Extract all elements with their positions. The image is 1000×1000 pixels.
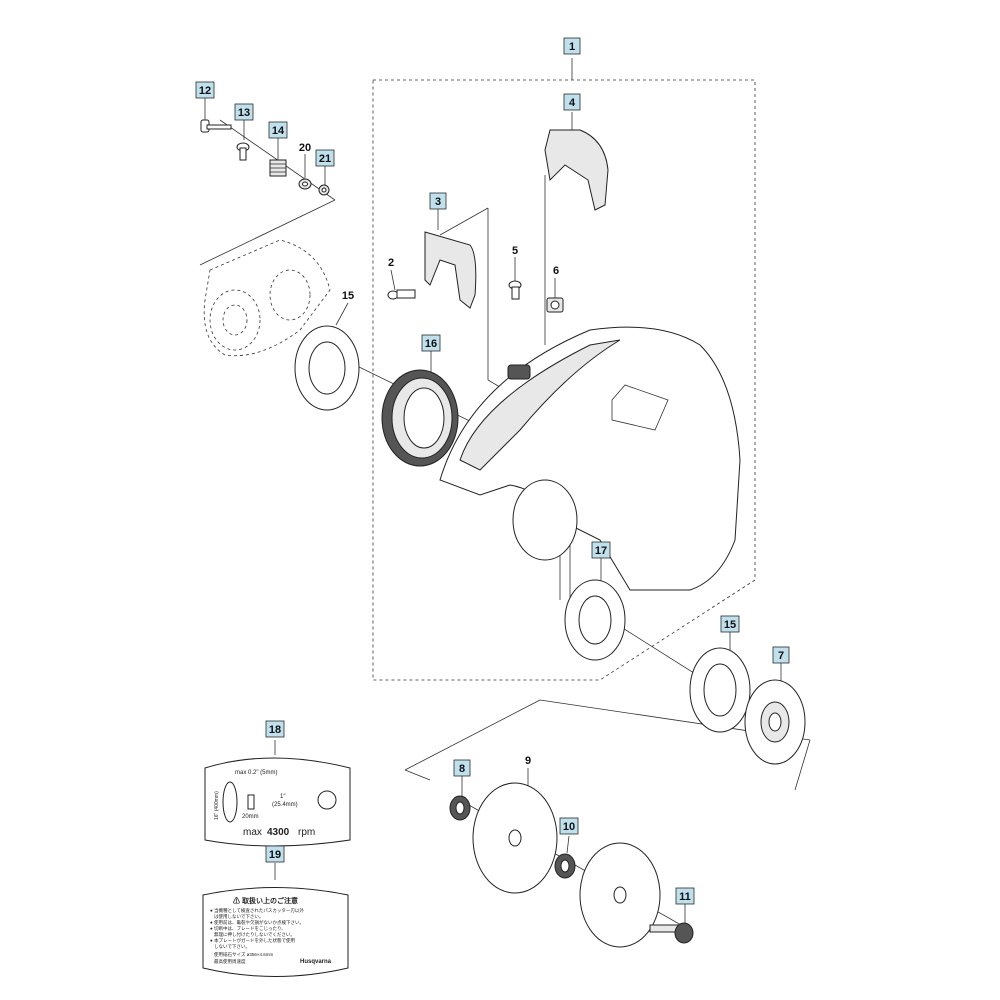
decal18-rpm-max: max <box>243 827 262 838</box>
decal19-line9: 最高使用周速度 <box>214 958 246 965</box>
part-5-screw <box>508 280 522 300</box>
decal18-bore: 1" <box>280 794 285 800</box>
callout-19: 19 <box>265 845 285 863</box>
callout-5: 5 <box>512 245 518 257</box>
part-1-blade-guard <box>439 326 741 591</box>
decal19-line5: 無理に押し付けたりしないでください。 <box>214 931 295 938</box>
svg-text:4: 4 <box>569 97 576 109</box>
part-11-bolt-disc <box>579 842 694 948</box>
part-7-flange-washer <box>744 679 806 765</box>
part-13-pin <box>236 142 250 161</box>
svg-text:1: 1 <box>569 41 575 53</box>
svg-text:15: 15 <box>342 290 354 302</box>
callout-6: 6 <box>553 265 559 277</box>
decal19-line1: ● 当機種として検査されたパスカッター刃以外 <box>210 907 304 914</box>
svg-text:17: 17 <box>595 545 607 557</box>
callout-1: 1 <box>563 37 581 55</box>
callout-11: 11 <box>675 887 695 905</box>
svg-text:12: 12 <box>199 85 211 97</box>
callout-14: 14 <box>268 121 288 139</box>
svg-text:16: 16 <box>425 338 437 350</box>
part-8-bushing <box>449 795 471 821</box>
svg-text:8: 8 <box>459 763 465 775</box>
decal19-title: ⚠ 取扱い上のご注意 <box>233 896 298 905</box>
callout-16: 16 <box>421 334 441 352</box>
callout-15-right: 15 <box>720 615 740 633</box>
decal19-brand: Husqvarna <box>300 959 332 965</box>
svg-text:14: 14 <box>272 125 285 137</box>
part-14-spring <box>269 159 287 177</box>
svg-text:10: 10 <box>563 821 575 833</box>
svg-text:15: 15 <box>724 619 736 631</box>
decal19-line4: ● 切断中は、ブレードをこじったり、 <box>210 925 286 932</box>
callout-3: 3 <box>429 192 447 210</box>
callout-21: 21 <box>315 149 335 167</box>
decal18-rpm-unit: rpm <box>298 827 315 838</box>
part-15-ring-left <box>294 325 360 411</box>
cutter-arm-ghost <box>203 239 331 357</box>
callout-10: 10 <box>559 817 579 835</box>
callout-15-left: 15 <box>342 290 354 302</box>
callout-9: 9 <box>525 755 531 767</box>
assembly-boundary <box>372 79 756 681</box>
callout-20: 20 <box>299 142 311 154</box>
svg-text:11: 11 <box>679 891 691 903</box>
callout-7: 7 <box>772 646 790 664</box>
decal19-line8: 使用砥石サイズ ø356×4.6mm <box>214 951 274 958</box>
part-15-ring-right <box>689 647 751 733</box>
decal18-bore-mm: (25.4mm) <box>272 802 298 808</box>
callout-17: 17 <box>591 541 611 559</box>
callout-18: 18 <box>265 720 285 738</box>
part-21-washer <box>318 184 330 196</box>
decal19-line2: は使用しないで下さい。 <box>214 913 263 920</box>
part-3-cover-plate <box>424 231 477 309</box>
callout-2: 2 <box>388 257 394 269</box>
svg-text:3: 3 <box>435 196 441 208</box>
decal18-rpm-value: 4300 <box>267 827 290 838</box>
decal19-line6: ● 本プレートがガードを外した状態で使用 <box>210 937 295 944</box>
decal18-dia: 16" (400mm) <box>214 791 220 820</box>
callout-4: 4 <box>563 93 581 111</box>
decal19-line3: ● 使用前は、亀裂や欠損がないか点検下さい。 <box>210 919 304 926</box>
svg-text:9: 9 <box>525 755 531 767</box>
svg-text:7: 7 <box>778 650 784 662</box>
svg-text:2: 2 <box>388 257 394 269</box>
decal-19-label: ⚠ 取扱い上のご注意 ● 当機種として検査されたパスカッター刃以外 は使用しない… <box>202 887 349 977</box>
part-9-disc <box>472 782 558 894</box>
decal18-thickness: 20mm <box>242 814 259 820</box>
callout-8: 8 <box>453 759 471 777</box>
svg-text:18: 18 <box>269 724 281 736</box>
part-17-ring <box>564 579 626 661</box>
svg-text:19: 19 <box>269 849 281 861</box>
part-2-screw <box>387 289 416 300</box>
svg-text:21: 21 <box>319 153 331 165</box>
part-12-bolt <box>200 119 232 133</box>
part-16-flange <box>381 369 459 467</box>
part-6-nut <box>546 297 564 313</box>
decal19-line7: しないで下さい。 <box>214 943 250 950</box>
part-20-washer <box>298 178 312 190</box>
svg-text:5: 5 <box>512 245 518 257</box>
callout-13: 13 <box>234 103 254 121</box>
part-10-washer <box>554 853 576 879</box>
decal18-max-dim: max 0.2" (5mm) <box>235 770 277 776</box>
decal-18-label: max 0.2" (5mm) 16" (400mm) 20mm 1" (25.4… <box>204 757 351 847</box>
callout-12: 12 <box>195 81 215 99</box>
svg-text:6: 6 <box>553 265 559 277</box>
part-4-handle <box>544 129 609 211</box>
svg-text:13: 13 <box>238 107 250 119</box>
svg-text:20: 20 <box>299 142 311 154</box>
